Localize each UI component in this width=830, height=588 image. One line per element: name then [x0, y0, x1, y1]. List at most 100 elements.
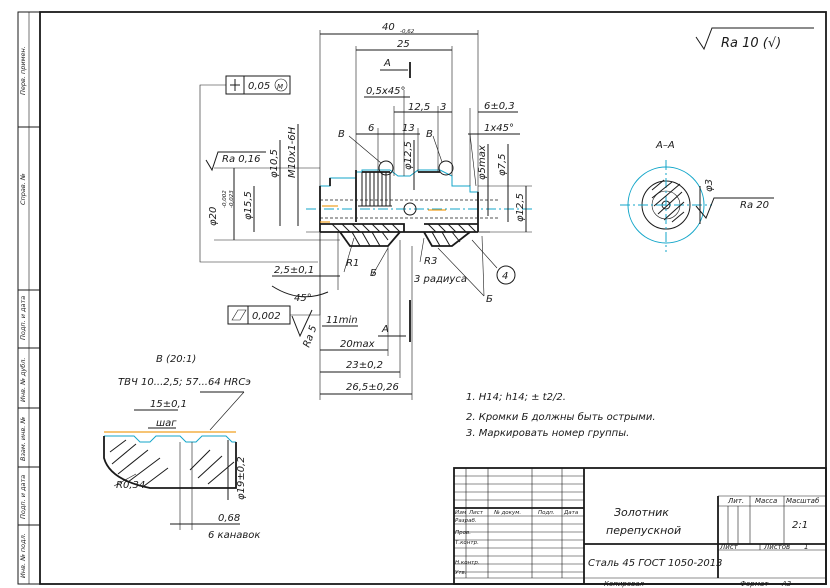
dim-phi20-text: φ20 [208, 207, 219, 226]
dim-phi15-5-text: φ15,5 [243, 191, 254, 220]
hdr-doc: № докум. [493, 510, 521, 516]
label-b-right: B [426, 129, 433, 140]
tb-mass: Масса [755, 497, 777, 505]
dim-26-5-text: 26,5±0,26 [346, 382, 399, 393]
section-arrow-a-bottom: A [378, 300, 411, 342]
dim-phi10-5: φ10,5 [269, 140, 281, 226]
detail-radius: R0,34 [116, 480, 145, 491]
side-strip: Перв. примен. Справ. № Подп. и дата Инв.… [17, 11, 41, 585]
dim-phi20-tol-up: -0,002 [222, 190, 228, 208]
detail-phi19: φ19±0,2 [236, 456, 247, 500]
flatness-tolerance: 0,002 [227, 232, 321, 325]
side-label-first-use: Перв. примен. [19, 46, 27, 95]
dim-phi7-5-text: φ7,5 [497, 154, 508, 177]
section-arrow-a-top: A [380, 58, 411, 78]
part-contour [319, 170, 479, 233]
role-approved: Утв. [455, 570, 467, 576]
r1-text: R1 [346, 258, 359, 269]
technical-notes: 1. H14; h14; ± t2/2. 2. Кромки Б должны … [466, 392, 656, 439]
runout-tolerance: 0,05 M [199, 75, 318, 263]
label-a-bottom: A [381, 324, 389, 335]
dim-6-03: 6±0,3 [469, 101, 518, 186]
material-text: Сталь 45 ГОСТ 1050-2013 [588, 558, 723, 569]
label-r1: R1 [343, 237, 359, 273]
dim-1x45-text: 1х45° [484, 123, 514, 134]
side-label-orig-inv: Инв. № подл. [19, 533, 27, 578]
bore-hidden-lines [320, 199, 500, 219]
part-name-line1: Золотник [614, 506, 669, 519]
callout-4-text: 4 [502, 271, 508, 282]
hdr-sign: Подп. [538, 510, 555, 516]
tb-format: Формат [740, 580, 769, 588]
dim-phi20: φ20 -0,002 -0,023 [208, 167, 340, 241]
tb-scale-hdr: Масштаб [786, 497, 820, 505]
dim-40-tol: -0,62 [400, 29, 415, 35]
dim-2-5: 2,5±0,1 [272, 232, 340, 290]
detail-pitch: шаг [156, 418, 177, 429]
dim-6-03-text: 6±0,3 [484, 101, 515, 112]
role-checker: Пров. [455, 530, 471, 536]
dim-23: 23±0,2 [320, 240, 401, 378]
dim-40-text: 40 [382, 22, 395, 33]
tb-copied: Копировал [604, 580, 645, 588]
default-roughness: Ra 10 (√) [695, 27, 814, 51]
detail-068: 0,68 [218, 513, 240, 524]
dim-3-text: 3 [440, 102, 446, 113]
dim-m10: M10х1-6H [287, 124, 299, 226]
thread-grooves [358, 172, 392, 207]
dim-12-5: 12,5 3 [393, 102, 452, 176]
dim-m10-text: M10х1-6H [287, 126, 298, 178]
note-3: 3. Маркировать номер группы. [466, 428, 629, 439]
detail-hardening: ТВЧ 10...2,5; 57...64 HRCэ [118, 377, 251, 388]
label-b-lower-2: Б [437, 235, 493, 305]
roughness-default-text: Ra 10 (√) [721, 36, 781, 51]
ra016-text: Ra 0,16 [222, 154, 261, 165]
roughness-ra5: Ra 5 [291, 309, 320, 349]
dim-40: 40 -0,62 [319, 22, 479, 192]
dim-phi5max-text: φ5max [477, 145, 488, 180]
dim-6-13: 6 13 [356, 123, 420, 172]
heat-treat-markers [320, 205, 446, 223]
dim-23-text: 23±0,2 [346, 360, 383, 371]
dim-20max: 20max [320, 246, 389, 356]
role-developer: Разраб. [455, 518, 477, 524]
hdr-izm: Изм [455, 510, 466, 516]
note-2: 2. Кромки Б должны быть острыми. [466, 411, 656, 423]
label-b-lower-1: Б [370, 247, 389, 279]
callout-4: 4 [471, 239, 516, 285]
dim-phi12-5-groove: φ12,5 [403, 140, 415, 190]
dim-chamfer-left-text: 0,5х45° [366, 86, 406, 97]
detail-grooves: 6 канавок [208, 530, 260, 541]
detail-b: В (20:1) ТВЧ 10...2,5; 57...64 HRCэ 15±0… [103, 354, 260, 541]
dim-2-5-text: 2,5±0,1 [274, 265, 314, 276]
dim-12-5-text: 12,5 [408, 102, 430, 113]
label-a-top: A [383, 58, 391, 69]
role-tcontrol: Т.контр. [455, 540, 479, 546]
dim-phi5max: φ5max [477, 144, 489, 216]
side-label-replace-inv: Взам. инв. № [19, 417, 27, 461]
drawing-frame [39, 11, 827, 585]
runout-mod: M [277, 83, 283, 91]
dim-phi12-5-right: φ12,5 [478, 185, 532, 233]
label-r3: R3 3 радиуса [414, 237, 467, 285]
3-radius-text: 3 радиуса [414, 274, 467, 285]
detail-15: 15±0,1 [150, 399, 187, 410]
runout-value: 0,05 [248, 81, 270, 92]
title-block: Изм Лист № докум. Подп. Дата Разраб. Про… [453, 467, 827, 588]
part-name-line2: перепускной [606, 524, 681, 537]
dim-13-text: 13 [402, 123, 415, 134]
b-lower-2-text: Б [486, 294, 493, 305]
section-ra: Ra 20 [740, 200, 769, 211]
tb-scale: 2:1 [792, 520, 808, 531]
dim-20max-text: 20max [340, 339, 375, 350]
dim-chamfer-left: 0,5х45° [364, 86, 410, 176]
main-view: B B 40 -0,62 25 A 0,5х45° [199, 22, 532, 400]
dim-phi15-5: φ15,5 [243, 186, 255, 232]
detail-circle-b-right [438, 160, 454, 176]
section-a-a: А–А φ3 Ra 20 [620, 140, 774, 252]
dim-25: 25 [355, 39, 453, 176]
dim-phi20-tol-low: -0,023 [229, 190, 235, 208]
tb-format-val: А3 [781, 580, 791, 588]
